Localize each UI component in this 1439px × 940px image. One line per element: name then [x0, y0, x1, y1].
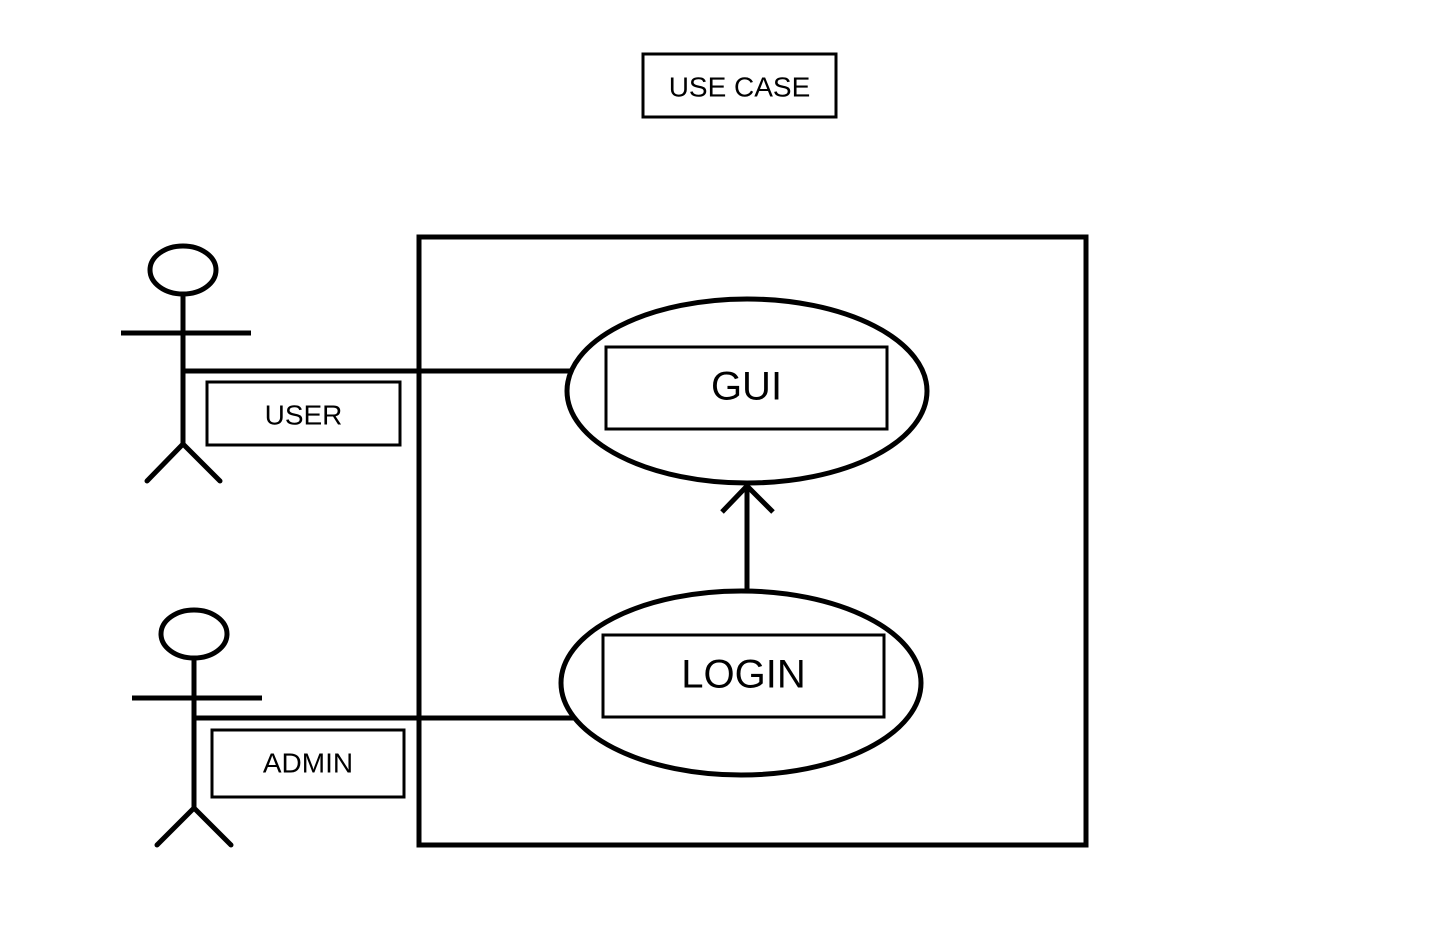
title-text: USE CASE	[669, 71, 811, 102]
actor-admin: ADMIN	[132, 607, 406, 848]
actor-admin-left-leg	[154, 805, 197, 848]
use-case-gui-label: GUI	[711, 365, 782, 409]
actor-user-label-box	[205, 380, 402, 447]
use-case-login: LOGIN	[558, 588, 924, 778]
actor-user-left-leg	[144, 441, 186, 484]
actor-user: USER	[121, 243, 402, 484]
title-frame	[641, 52, 838, 119]
use-case-login-label-box	[601, 633, 886, 719]
include-arrow-head	[720, 482, 775, 514]
use-case-gui-label-box	[604, 345, 889, 431]
actor-user-right-leg	[180, 441, 223, 484]
actor-admin-label: ADMIN	[263, 747, 353, 778]
actor-user-label: USER	[265, 399, 343, 430]
system-boundary	[416, 234, 1089, 848]
actor-admin-right-leg	[191, 805, 234, 848]
actor-admin-head	[158, 607, 230, 661]
actor-user-head	[147, 243, 219, 297]
include-arrow	[720, 482, 775, 590]
title-box: USE CASE	[641, 52, 838, 119]
use-case-login-label: LOGIN	[681, 653, 805, 697]
actor-admin-label-box	[210, 728, 406, 799]
use-case-gui: GUI	[564, 296, 930, 486]
